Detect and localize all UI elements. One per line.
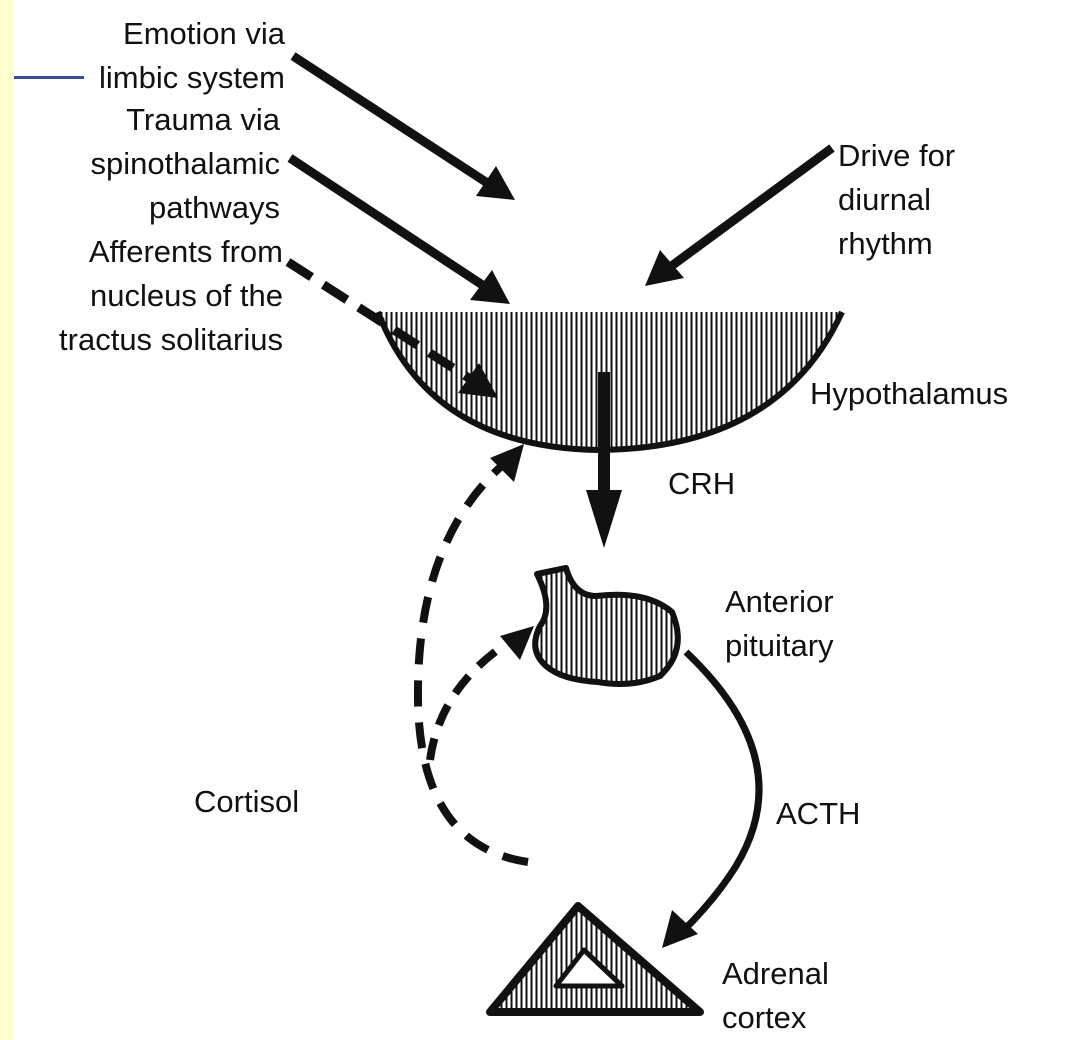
emotion-label-line2: limbic system [99,60,285,95]
pituitary-shape [535,568,678,684]
acth-arrow [662,652,759,948]
afferents-label-line3: tractus solitarius [59,322,283,357]
afferents-label-line2: nucleus of the [90,278,283,313]
diurnal-label-line2: diurnal [838,182,931,217]
crh-label: CRH [668,466,735,501]
emotion-label-line1: Emotion via [123,16,286,51]
afferents-label-line1: Afferents from [89,234,283,269]
cortisol-to-hypothalamus-arrow [418,444,528,862]
diurnal-label-line3: rhythm [838,226,933,261]
adrenal-label-line1: Adrenal [722,956,829,991]
trauma-label-line1: Trauma via [126,102,281,137]
adrenal-shape [490,906,700,1012]
cortisol-to-pituitary-arrow [430,626,534,760]
trauma-label-line3: pathways [149,190,280,225]
diurnal-label-line1: Drive for [838,138,955,173]
hypothalamus-label: Hypothalamus [810,376,1008,411]
trauma-label-line2: spinothalamic [90,146,280,181]
adrenal-label-line2: cortex [722,1000,807,1035]
diurnal-arrow [645,148,832,286]
pituitary-label-line2: pituitary [725,628,834,663]
acth-label: ACTH [776,796,860,831]
cortisol-label: Cortisol [194,784,299,819]
pituitary-label-line1: Anterior [725,584,834,619]
